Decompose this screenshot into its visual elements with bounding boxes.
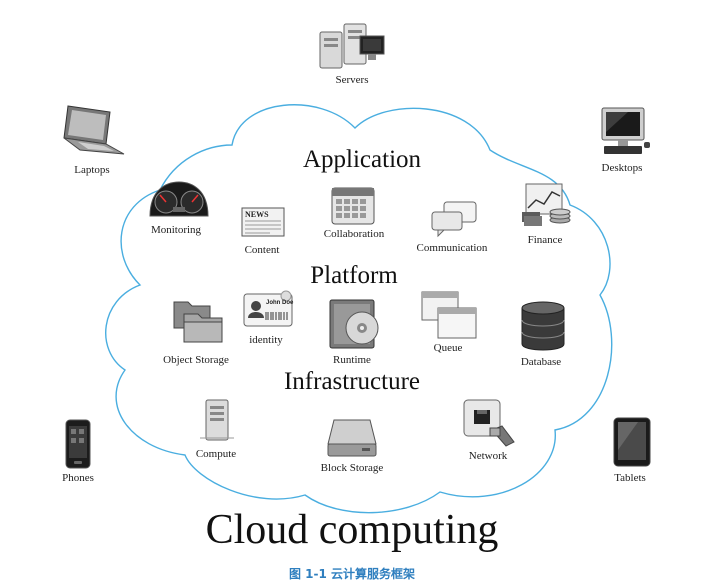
tablet-icon <box>613 417 651 467</box>
collaboration-label: Collaboration <box>323 228 385 240</box>
desktop-icon <box>601 107 650 154</box>
queue-windows-icon <box>421 291 477 339</box>
application-layer-heading: Application <box>302 146 422 173</box>
network-jack-icon <box>463 399 515 447</box>
servers-label: Servers <box>335 74 369 86</box>
queue-label: Queue <box>433 342 463 354</box>
database-label: Database <box>520 356 562 368</box>
news-icon: NEWS <box>241 207 285 237</box>
hard-drive-icon <box>327 419 377 457</box>
content-label: Content <box>244 244 280 256</box>
communication-label: Communication <box>416 242 488 254</box>
compute-tower-icon <box>200 399 234 441</box>
tablets-label: Tablets <box>614 472 646 484</box>
infrastructure-layer-heading: Infrastructure <box>283 368 421 395</box>
figure-caption: 图 1-1 云计算服务框架 <box>288 567 416 581</box>
calendar-icon <box>331 187 375 225</box>
network-label: Network <box>468 450 508 462</box>
folders-icon <box>173 301 223 343</box>
laptop-icon <box>63 105 125 155</box>
compute-label: Compute <box>195 448 237 460</box>
laptops-label: Laptops <box>74 164 110 176</box>
block-storage-label: Block Storage <box>320 462 384 474</box>
servers-icon <box>319 23 385 69</box>
runtime-box-icon <box>329 299 379 349</box>
identity-label: identity <box>249 334 283 346</box>
chat-bubbles-icon <box>431 201 477 238</box>
finance-label: Finance <box>527 234 563 246</box>
monitoring-label: Monitoring <box>150 224 202 236</box>
desktops-label: Desktops <box>601 162 643 174</box>
runtime-label: Runtime <box>333 354 371 366</box>
identity-card-icon: John Doe <box>243 290 294 327</box>
diagram-title: Cloud computing <box>205 507 499 553</box>
id-card-name-text: John Doe <box>266 300 294 306</box>
object-storage-label: Object Storage <box>163 354 229 366</box>
database-icon <box>521 301 565 351</box>
monitoring-gauge-icon <box>149 181 209 217</box>
news-badge-text: NEWS <box>245 210 269 219</box>
platform-layer-heading: Platform <box>310 262 398 289</box>
phones-label: Phones <box>62 472 94 484</box>
phone-icon <box>65 419 91 469</box>
finance-icon <box>522 183 571 226</box>
